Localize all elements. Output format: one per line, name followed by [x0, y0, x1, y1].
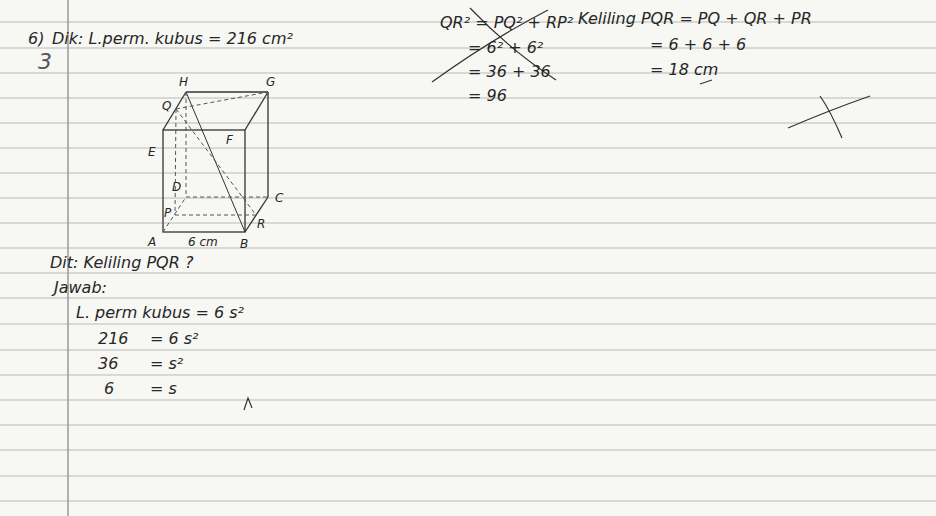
working-line: = s²: [150, 355, 183, 373]
working-line: = 6² + 6²: [468, 39, 543, 57]
asked-note: Dit: Keliling PQR ?: [50, 254, 193, 272]
vertex-label: H: [179, 76, 188, 89]
working-line: L. perm kubus = 6 s²: [76, 304, 244, 322]
vertex-label: G: [266, 76, 275, 89]
cube-figure: [163, 92, 268, 232]
working-line: = 6 s²: [150, 330, 199, 348]
answer-heading: Jawab:: [54, 279, 107, 297]
given-note: Dik: L.perm. kubus = 216 cm²: [52, 30, 293, 48]
vertex-label: C: [275, 192, 283, 205]
vertex-label: P: [164, 207, 171, 220]
working-line: Keliling PQR = PQ + QR + PR: [578, 10, 812, 28]
vertex-label: R: [257, 218, 265, 231]
vertex-label: F: [226, 134, 233, 147]
score-mark: 3: [38, 50, 52, 74]
working-line: 6: [104, 380, 114, 398]
working-line: = 36 + 36: [468, 63, 551, 81]
item-number: 6): [28, 30, 44, 48]
working-line: 36: [98, 355, 118, 373]
vertex-label: E: [148, 146, 156, 159]
working-line: = 96: [468, 87, 507, 105]
dimension-label: 6 cm: [188, 236, 218, 249]
vertex-label: B: [240, 238, 248, 251]
working-line: = 6 + 6 + 6: [650, 36, 746, 54]
vertex-label: D: [172, 181, 181, 194]
vertex-label: A: [148, 236, 156, 249]
strike-marks: [244, 8, 870, 410]
vertex-label: Q: [162, 100, 171, 113]
working-line: = s: [150, 380, 177, 398]
working-line: QR² = PQ² + RP²: [440, 14, 573, 32]
working-line: = 18 cm: [650, 61, 718, 79]
working-line: 216: [98, 330, 129, 348]
